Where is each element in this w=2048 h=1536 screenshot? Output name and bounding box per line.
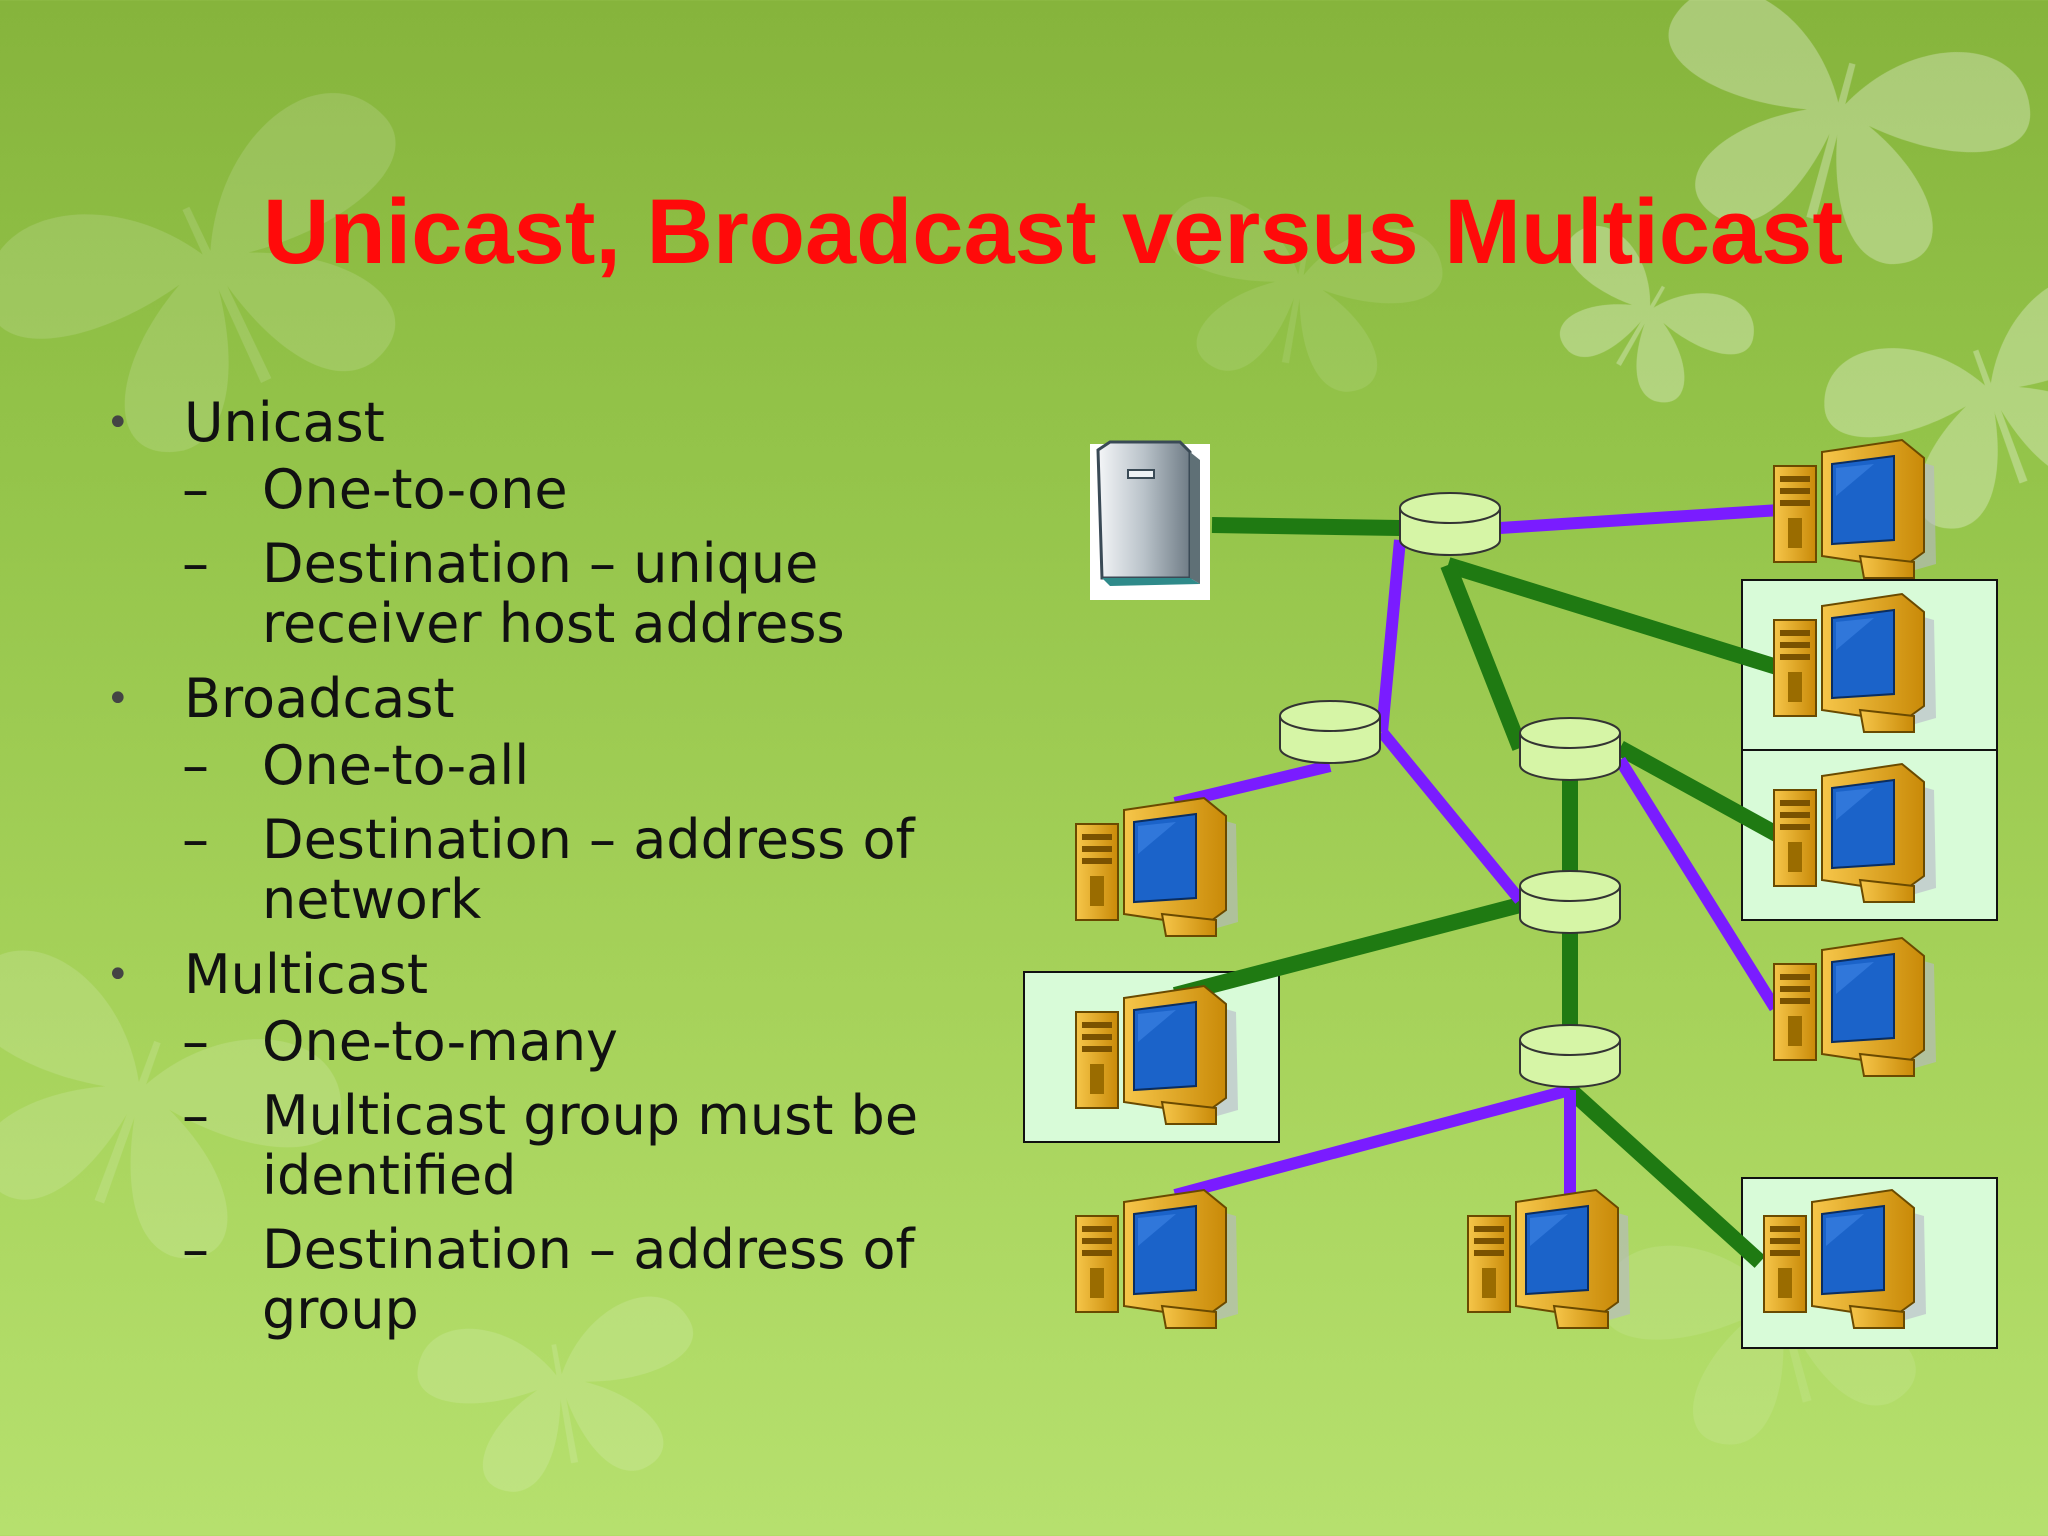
sub-bullet: – One-to-many	[100, 1012, 1000, 1072]
bullet-label: Broadcast	[184, 667, 455, 730]
sub-bullet: – Destination – unique receiver host add…	[100, 534, 1000, 654]
sub-bullet-text: One-to-one	[262, 458, 568, 521]
dash-icon: –	[182, 734, 209, 797]
sub-bullet-text: Multicast group must be identified	[262, 1084, 919, 1207]
sub-bullet-text: Destination – address of network	[262, 808, 915, 931]
sub-bullet: – One-to-all	[100, 736, 1000, 796]
routers	[1279, 492, 1621, 1088]
bullet-dot-icon: •	[106, 676, 130, 722]
bullet-broadcast: • Broadcast	[100, 668, 1000, 730]
sub-bullet-text: Destination – address of group	[262, 1218, 915, 1341]
bullet-dot-icon: •	[106, 952, 130, 998]
router-icon	[1519, 1024, 1621, 1088]
dash-icon: –	[182, 1010, 209, 1073]
computer-icon	[1075, 1189, 1239, 1329]
router-icon	[1399, 492, 1501, 556]
computer-icon	[1075, 797, 1239, 937]
sub-bullet-text: One-to-all	[262, 734, 530, 797]
dash-icon: –	[182, 808, 209, 871]
bullet-dot-icon: •	[106, 400, 130, 446]
computer-icon	[1773, 439, 1937, 579]
dash-icon: –	[182, 532, 209, 595]
bullet-label: Unicast	[184, 391, 385, 454]
sub-bullet-text: One-to-many	[262, 1010, 619, 1073]
router-icon	[1519, 717, 1621, 781]
bullet-list: • Unicast – One-to-one – Destination – u…	[100, 380, 1000, 1354]
unicast-links	[1173, 504, 1781, 1201]
server-icon	[1090, 440, 1210, 600]
sub-bullet-text: Destination – unique receiver host addre…	[262, 532, 845, 655]
sub-bullet: – Destination – address of network	[100, 810, 1000, 930]
router-icon	[1519, 870, 1621, 934]
computer-icon	[1773, 937, 1937, 1077]
dash-icon: –	[182, 1218, 209, 1281]
bullet-label: Multicast	[184, 943, 429, 1006]
bullet-unicast: • Unicast	[100, 392, 1000, 454]
dash-icon: –	[182, 458, 209, 521]
router-icon	[1279, 700, 1381, 764]
multicast-links	[1172, 517, 1784, 1268]
computer-icon	[1467, 1189, 1631, 1329]
slide-title: Unicast, Broadcast versus Multicast	[263, 181, 1843, 283]
sub-bullet: – Multicast group must be identified	[100, 1086, 1000, 1206]
sub-bullet: – One-to-one	[100, 460, 1000, 520]
dash-icon: –	[182, 1084, 209, 1147]
bullet-multicast: • Multicast	[100, 944, 1000, 1006]
sub-bullet: – Destination – address of group	[100, 1220, 1000, 1340]
